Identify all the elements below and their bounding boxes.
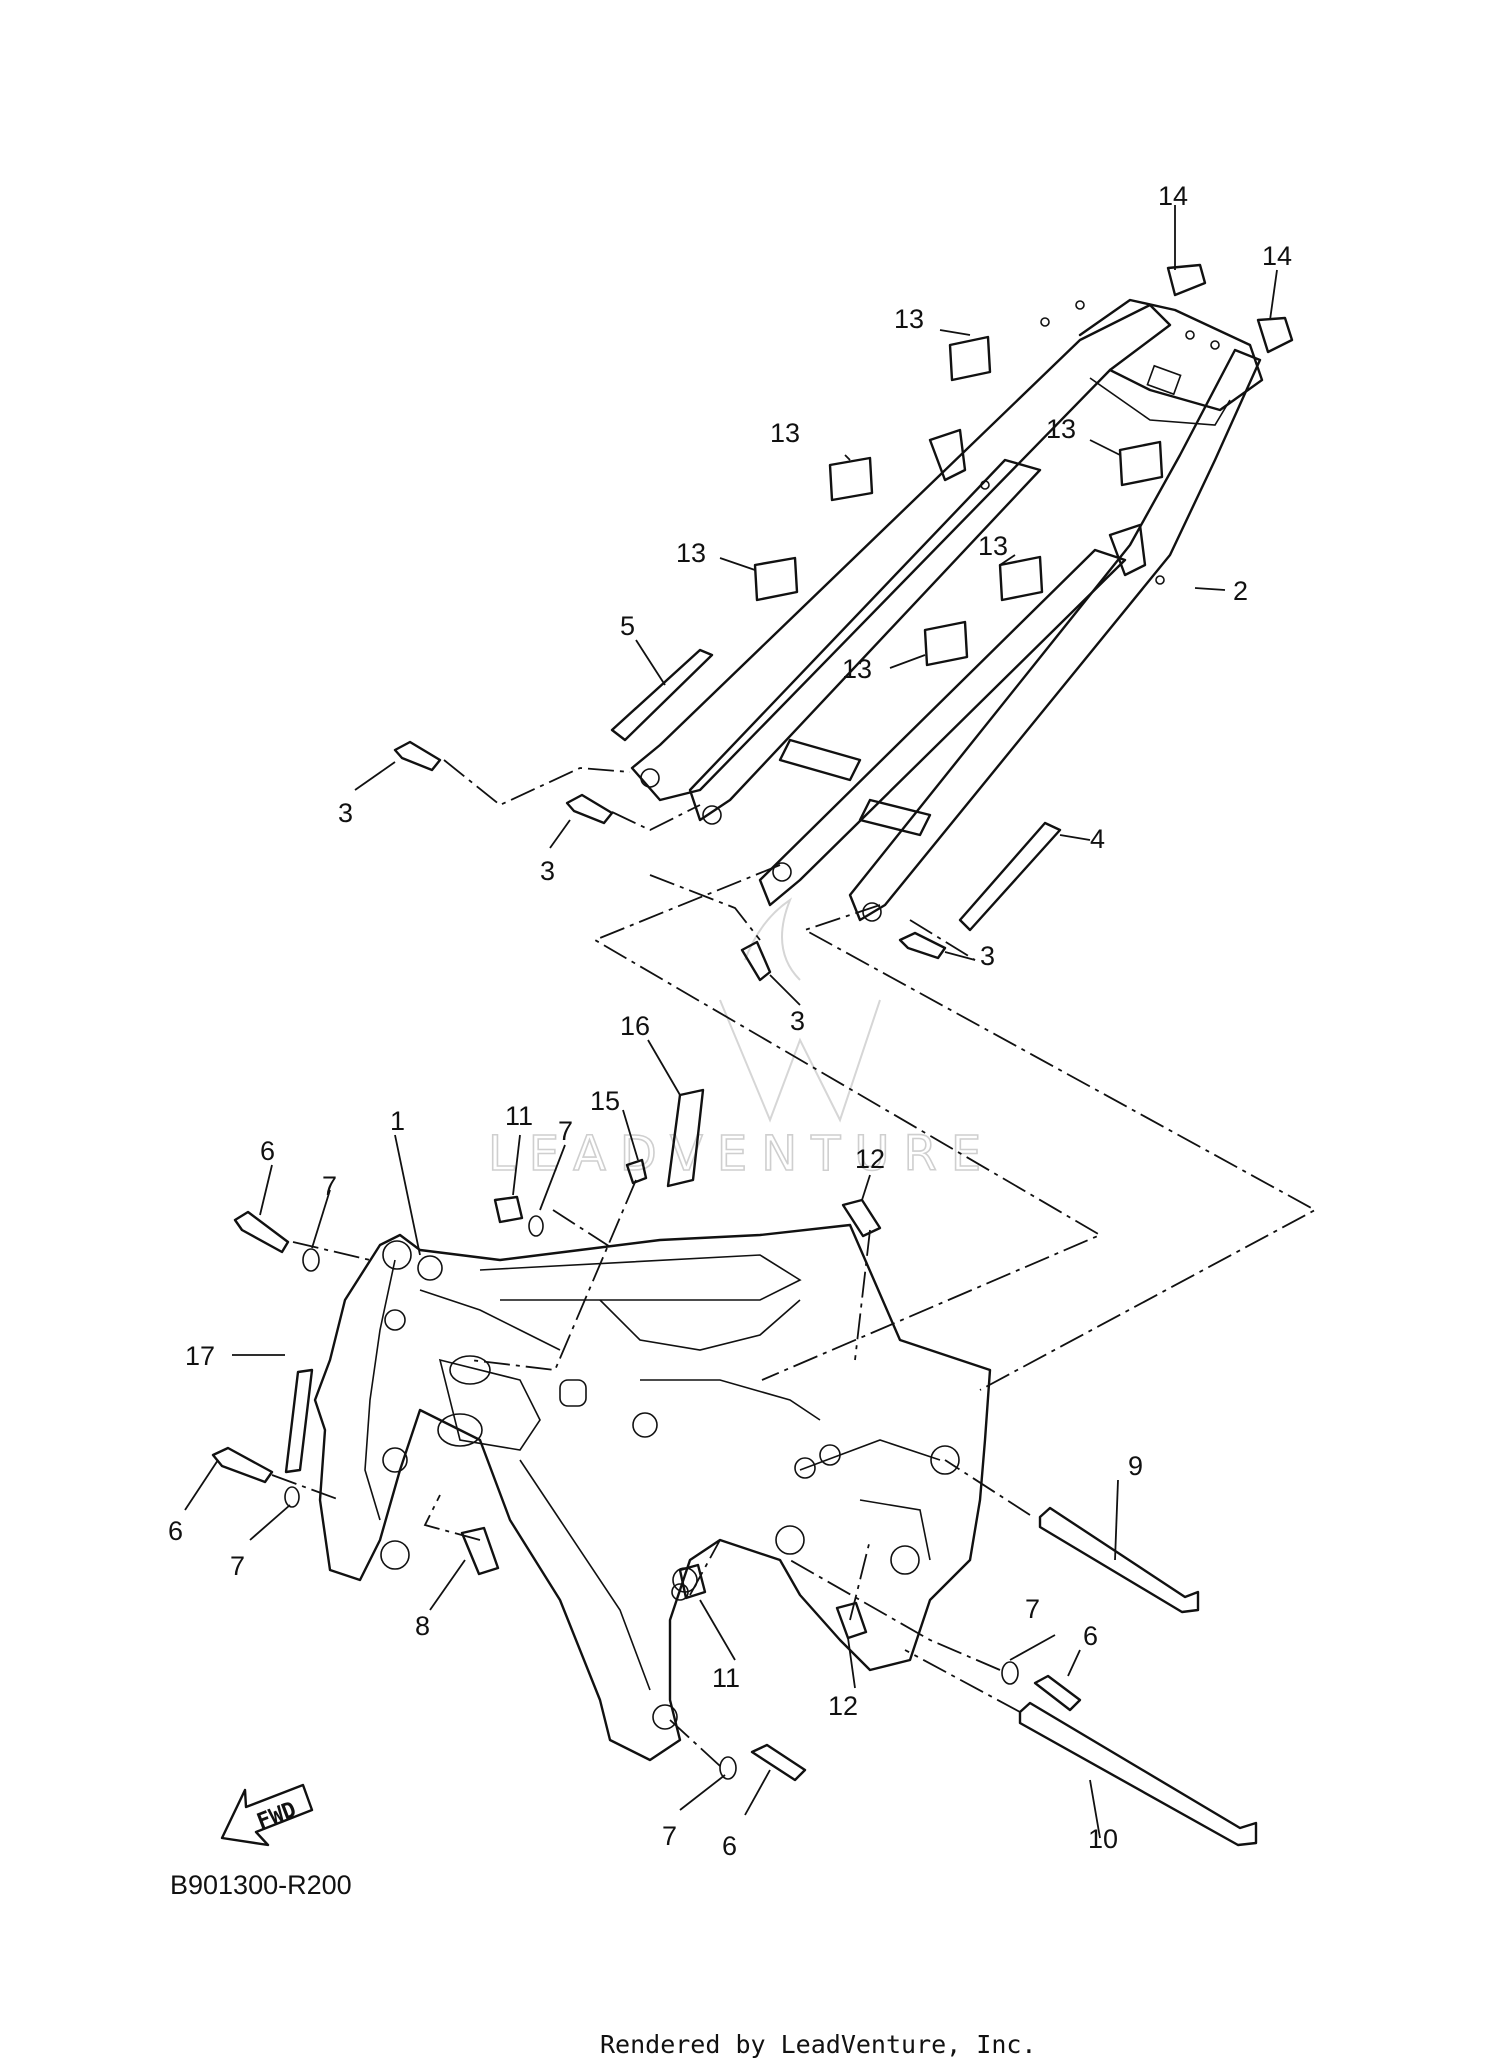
callout-3d: 3	[790, 1006, 805, 1036]
callout-12a: 12	[855, 1144, 885, 1174]
callout-15: 15	[590, 1086, 620, 1116]
callout-4: 4	[1090, 824, 1105, 854]
callout-14b: 14	[1262, 241, 1292, 271]
caps-14	[1166, 263, 1294, 354]
callout-10: 10	[1088, 1824, 1118, 1854]
watermark-logo-icon	[719, 897, 881, 1123]
main-frame	[313, 1223, 992, 1762]
footer-credit: Rendered by LeadVenture, Inc.	[600, 2030, 1037, 2059]
callout-11a: 11	[505, 1101, 533, 1131]
callout-16: 16	[620, 1011, 650, 1041]
guard-4	[958, 821, 1062, 932]
callout-3b: 3	[540, 856, 555, 886]
plate-17	[284, 1368, 314, 1474]
callouts: 14 14 13 13 13 13 13 13 2 5 3 3 4 3 3 16…	[168, 181, 1292, 1861]
assembly-lines	[271, 759, 1317, 1767]
callout-13b: 13	[770, 418, 800, 448]
fwd-label: FWD	[254, 1797, 300, 1835]
callout-3c: 3	[980, 941, 995, 971]
callout-7a: 7	[558, 1116, 573, 1146]
callout-7b: 7	[322, 1171, 337, 1201]
callout-17: 17	[185, 1341, 215, 1371]
callout-14a: 14	[1158, 181, 1188, 211]
callout-13e: 13	[978, 531, 1008, 561]
callout-6c: 6	[1083, 1621, 1098, 1651]
callout-7c: 7	[230, 1551, 245, 1581]
callout-7e: 7	[662, 1821, 677, 1851]
callout-6b: 6	[168, 1516, 183, 1546]
diagram-code: B901300-R200	[170, 1870, 352, 1900]
fasteners-main	[211, 1088, 1258, 1847]
pads-13	[753, 335, 1164, 667]
callout-6d: 6	[722, 1831, 737, 1861]
fwd-arrow-icon: FWD	[220, 1783, 314, 1847]
watermark: LEADVENTURE	[487, 897, 995, 1183]
callout-6a: 6	[260, 1136, 275, 1166]
callout-13c: 13	[1046, 414, 1076, 444]
callout-5: 5	[620, 611, 635, 641]
leader-lines	[184, 205, 1278, 1839]
callout-11b: 11	[712, 1663, 740, 1693]
callout-13f: 13	[842, 654, 872, 684]
callout-13a: 13	[894, 304, 924, 334]
callout-1: 1	[390, 1106, 405, 1136]
bolts-3	[393, 740, 947, 982]
watermark-text: LEADVENTURE	[488, 1126, 995, 1182]
rear-subframe	[630, 298, 1264, 922]
callout-3a: 3	[338, 798, 353, 828]
callout-12b: 12	[828, 1691, 858, 1721]
callout-8: 8	[415, 1611, 430, 1641]
callout-2: 2	[1233, 576, 1248, 606]
callout-13d: 13	[676, 538, 706, 568]
callout-9: 9	[1128, 1451, 1143, 1481]
guard-5	[610, 648, 714, 742]
callout-7d: 7	[1025, 1594, 1040, 1624]
